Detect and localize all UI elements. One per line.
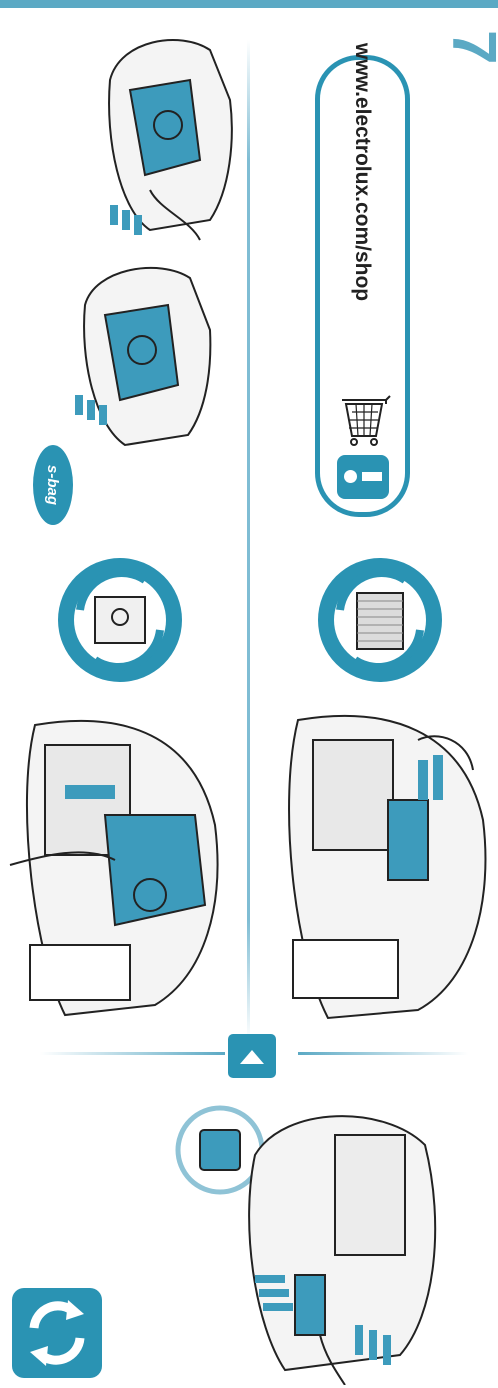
insert-bag-illustration-1 [60,250,220,460]
insert-bag-illustration-2 [90,20,245,245]
replace-bag-icon [55,555,185,685]
remove-filter-illustration [268,700,498,1030]
top-accent-bar [0,0,498,8]
cycle-icon [12,1288,102,1378]
up-arrow-icon [228,1034,276,1078]
page-number: 7 [443,28,498,84]
separator-right [298,1052,468,1055]
shopping-cart-icon [334,390,394,450]
press-release-illustration [225,1095,450,1385]
remove-bag-illustration [5,705,230,1025]
section-divider [247,40,250,1040]
separator-left [40,1052,225,1055]
s-bag-logo: s-bag [22,440,84,530]
info-icon [337,455,389,499]
svg-text:s-bag: s-bag [44,465,61,505]
replace-filter-icon [315,555,445,685]
